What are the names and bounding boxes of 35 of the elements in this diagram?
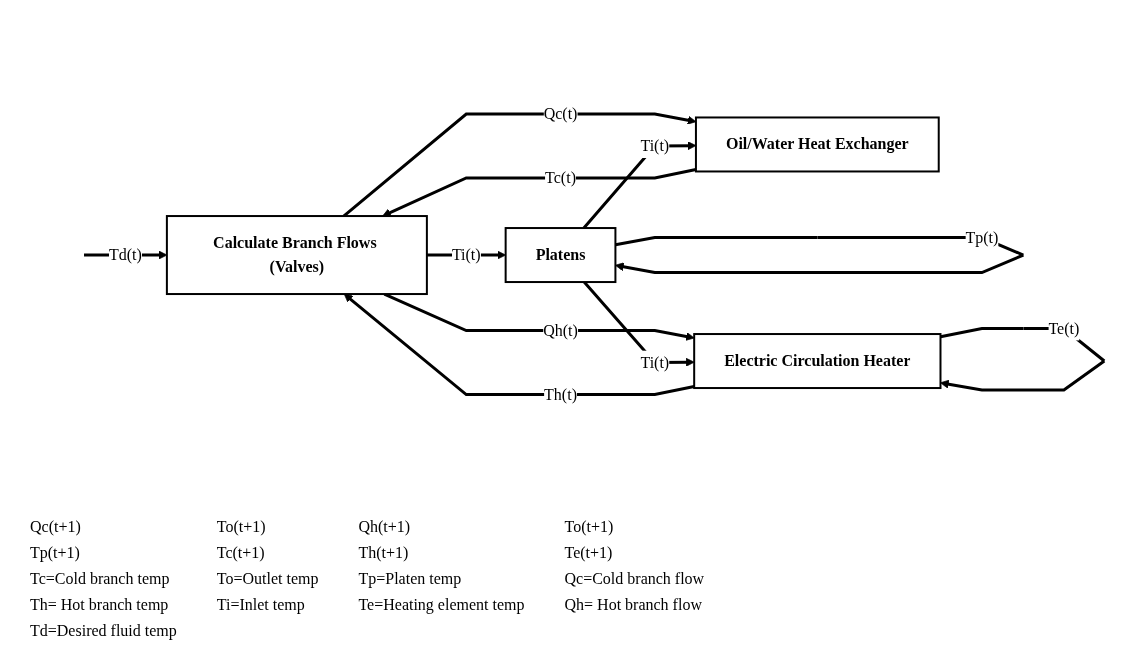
edge-label: Ti(t) [452,245,481,263]
edge-label: Tc(t) [545,168,577,186]
node-box: Platens [504,226,617,283]
abbreviation-note: Qh= Hot branch flow [564,596,703,614]
abbreviation-note: Qh(t+1) [358,518,412,536]
arrow [382,167,697,217]
abbreviation-note: Th= Hot branch temp [30,596,170,614]
edge-label: Ti(t) [640,353,670,371]
edge-label: Th(t) [544,385,578,403]
abbreviation-note: Th(t+1) [358,544,410,562]
node-box: Oil/Water Heat Exchanger [695,116,940,173]
edge-label: Ti(t) [640,136,670,154]
node-box: Electric Circulation Heater [693,332,942,389]
node-box: Calculate Branch Flows (Valves) [166,214,429,295]
abbreviation-note: Qc=Cold branch flow [564,570,705,588]
abbreviation-note: To(t+1) [216,518,267,536]
edge-label: Te(t) [1048,319,1080,337]
abbreviation-note: Tc(t+1) [216,544,266,562]
abbreviation-note: Tc=Cold branch temp [30,570,171,588]
edge-label: Qh(t) [543,321,579,339]
edge-label: Qc(t) [543,104,578,122]
abbreviation-note: Tp(t+1) [30,544,81,562]
abbreviation-note: Ti=Inlet temp [216,596,306,614]
abbreviation-note: To(t+1) [564,518,615,536]
abbreviation-note: Qc(t+1) [30,518,82,536]
abbreviation-note: Td=Desired fluid temp [30,622,177,640]
arrow [384,292,695,341]
abbreviation-note: Tp=Platen temp [358,570,463,588]
abbreviation-note: Te(t+1) [564,544,614,562]
abbreviation-note: To=Outlet temp [216,570,319,588]
abbreviation-note: Te=Heating element temp [358,596,525,614]
edge-label: Td(t) [109,245,143,263]
arrow [344,293,695,396]
arrow [343,112,697,217]
edge-label: Tp(t) [965,228,999,246]
